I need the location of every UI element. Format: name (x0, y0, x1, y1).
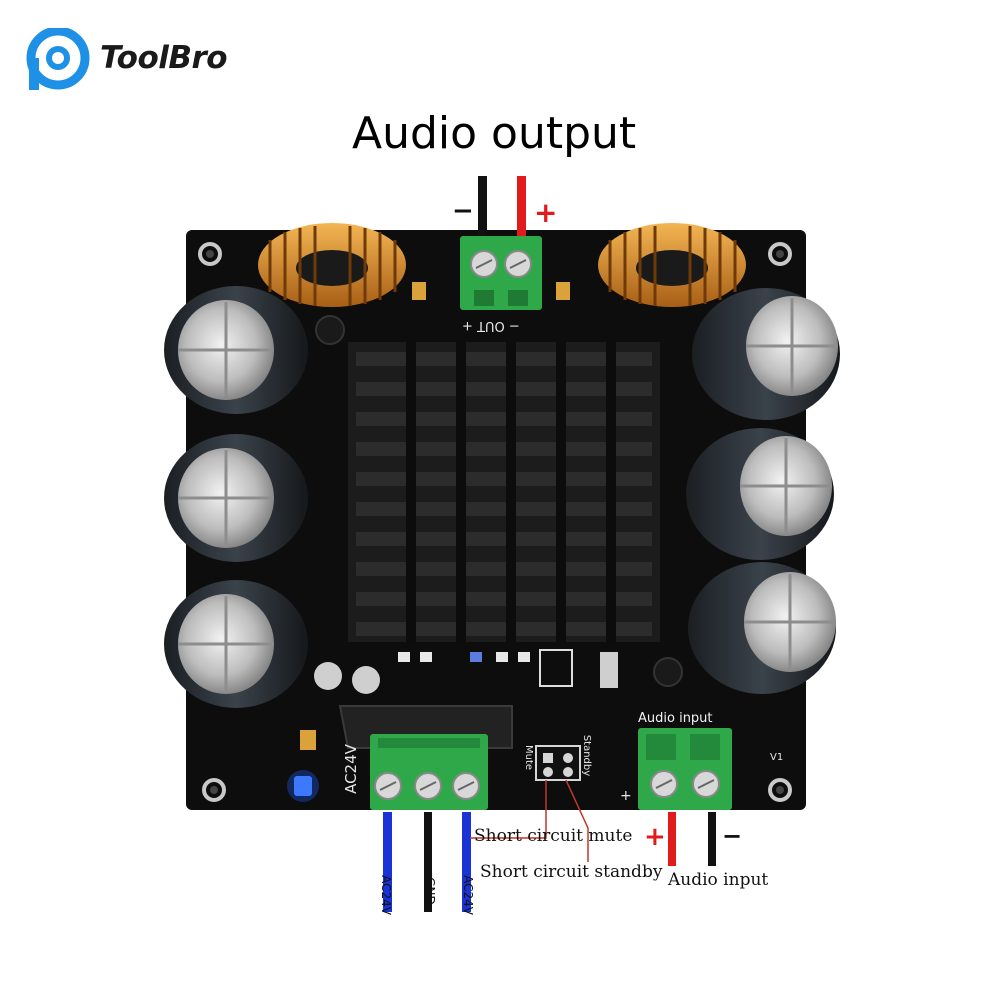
capacitor-right-1 (692, 288, 840, 420)
input-wire-black (708, 812, 716, 866)
short-circuit-mute-label: Short circuit mute (474, 826, 633, 846)
capacitor-left-2 (164, 434, 308, 562)
power-wire-ac-2 (462, 812, 471, 912)
mute-pointer-line (470, 780, 547, 839)
output-plus-sign: + (534, 196, 558, 229)
brand-logo: ToolBro (26, 28, 256, 92)
standby-pointer-line (565, 779, 589, 862)
power-wire-gnd (424, 812, 432, 912)
toolbro-logo-icon (26, 28, 90, 90)
mounting-holes (198, 242, 792, 802)
standby-silkscreen: Standby (581, 734, 593, 777)
mute-standby-jumper (535, 745, 581, 781)
inductor-left (258, 223, 406, 307)
power-terminal-block (370, 734, 488, 810)
wire-label-ac24v-1: AC24V (378, 875, 393, 915)
output-wire-red (517, 176, 526, 242)
mute-silkscreen: Mute (523, 744, 535, 771)
capacitor-right-3 (688, 562, 836, 694)
ac24v-silkscreen: AC24V (341, 744, 360, 794)
wire-label-ac24v-2: AC24V (460, 875, 475, 915)
input-terminal-block (638, 728, 732, 810)
output-minus-sign: − (452, 196, 474, 226)
capacitor-left-1 (164, 286, 308, 414)
input-plus-sign: + (644, 822, 666, 852)
short-circuit-standby-label: Short circuit standby (480, 862, 663, 882)
version-silkscreen: V1 (770, 752, 784, 763)
brand-name: ToolBro (100, 40, 228, 76)
audio-input-silkscreen: Audio input (638, 711, 713, 726)
capacitor-left-3 (164, 580, 308, 708)
inductor-right (598, 223, 746, 307)
heatsink (348, 342, 660, 642)
output-terminal-block (460, 236, 542, 310)
capacitor-right-2 (686, 428, 834, 560)
audio-input-label: Audio input (668, 870, 769, 890)
output-wire-black (478, 176, 487, 242)
input-minus-sign: − (722, 822, 743, 850)
status-led-icon (287, 770, 319, 802)
power-wire-ac-1 (383, 812, 392, 912)
out-silkscreen: − OUT + (462, 318, 520, 333)
input-wire-red (668, 812, 676, 866)
audio-output-title: Audio output (352, 108, 637, 159)
input-plus-silkscreen: + (620, 788, 632, 804)
wire-label-gnd: GND (422, 877, 437, 905)
